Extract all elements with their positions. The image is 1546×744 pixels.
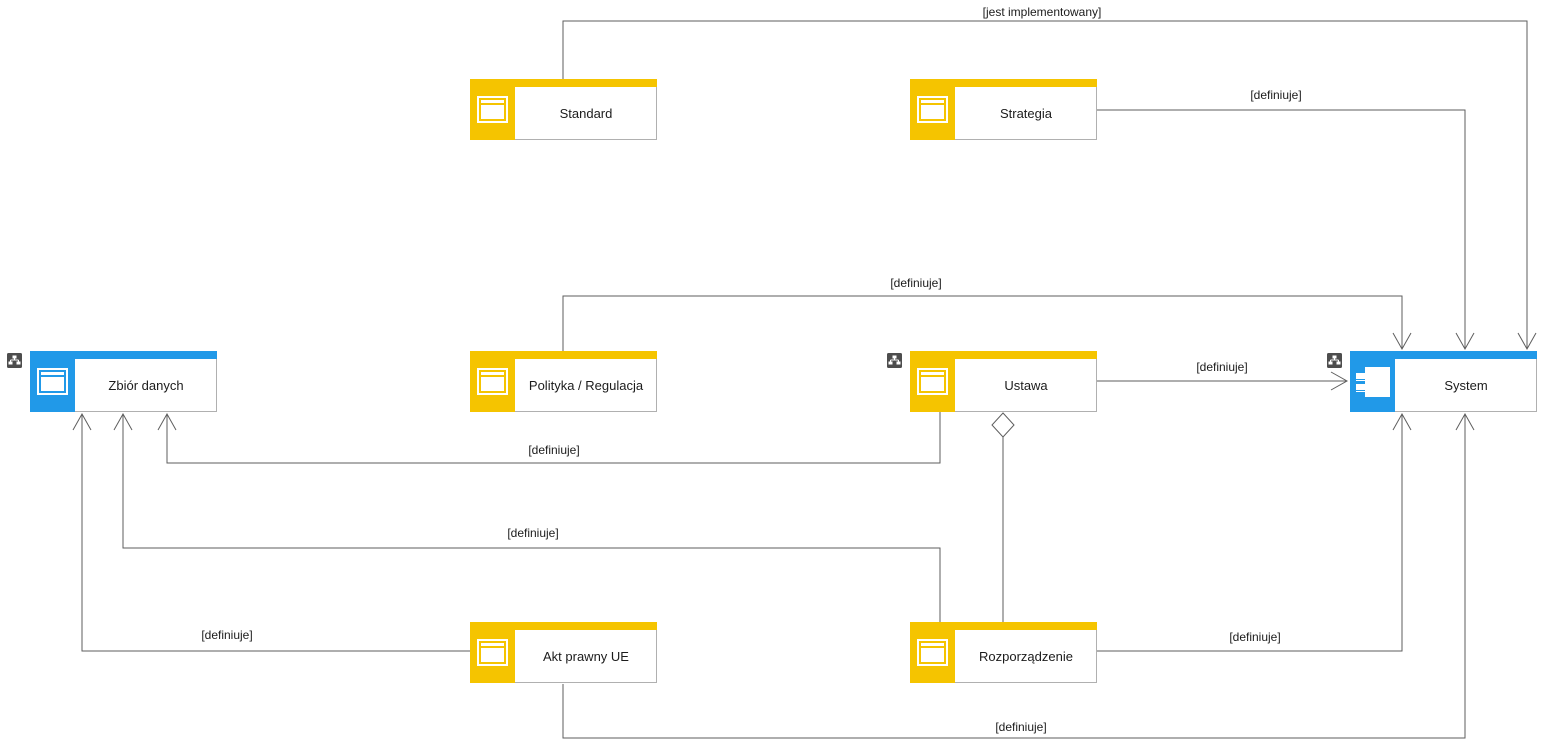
connector-akt-prawny-system[interactable]: [562, 412, 1475, 739]
node-label: Akt prawny UE: [543, 648, 629, 664]
connector-akt-prawny-zbior-danych[interactable]: [72, 412, 470, 652]
window-icon: [37, 368, 68, 395]
relationship-label[interactable]: [definiuje]: [1227, 630, 1283, 644]
node-ustawa[interactable]: Ustawa: [887, 351, 1097, 412]
component-icon: [1355, 366, 1390, 397]
connector-rozporzadzenie-system[interactable]: [1097, 412, 1412, 652]
node-label: Rozporządzenie: [979, 648, 1073, 664]
node-icon-band: [470, 622, 515, 683]
node-icon-band: [470, 351, 515, 412]
window-icon: [917, 368, 948, 395]
node-accent-bar: [910, 79, 1097, 87]
node-label: System: [1444, 377, 1488, 393]
node-rozporzadzenie[interactable]: Rozporządzenie: [910, 622, 1097, 683]
node-icon-band: [910, 622, 955, 683]
relationship-label[interactable]: [definiuje]: [505, 526, 561, 540]
node-accent-bar: [30, 351, 217, 359]
composite-indicator-icon: [7, 353, 22, 368]
connector-ustawa-rozporzadzenie-aggregation[interactable]: [991, 412, 1015, 622]
relationship-label[interactable]: [definiuje]: [1248, 88, 1304, 102]
node-accent-bar: [1350, 351, 1537, 359]
node-zbior-danych[interactable]: Zbiór danych: [7, 351, 217, 412]
node-accent-bar: [910, 351, 1097, 359]
node-icon-band: [470, 79, 515, 140]
window-icon: [477, 368, 508, 395]
node-icon-band: [1350, 351, 1395, 412]
node-label: Polityka / Regulacja: [528, 377, 644, 393]
node-label: Standard: [559, 105, 613, 121]
window-icon: [917, 96, 948, 123]
composite-indicator-icon: [1327, 353, 1342, 368]
connector-ustawa-system[interactable]: [1097, 371, 1349, 391]
node-label: Ustawa: [1004, 377, 1048, 393]
connector-strategia-system[interactable]: [1097, 109, 1475, 351]
connector-polityka-system[interactable]: [562, 295, 1412, 351]
composite-indicator-icon: [887, 353, 902, 368]
node-strategia[interactable]: Strategia: [910, 79, 1097, 140]
connector-standard-system[interactable]: [562, 20, 1537, 351]
node-icon-band: [910, 351, 955, 412]
relationship-label[interactable]: [definiuje]: [888, 276, 944, 290]
node-accent-bar: [470, 351, 657, 359]
relationship-label[interactable]: [definiuje]: [199, 628, 255, 642]
node-icon-band: [910, 79, 955, 140]
node-system[interactable]: System: [1327, 351, 1537, 412]
node-akt-prawny-ue[interactable]: Akt prawny UE: [470, 622, 657, 683]
relationship-label[interactable]: [definiuje]: [526, 443, 582, 457]
node-accent-bar: [470, 622, 657, 630]
relationship-label[interactable]: [definiuje]: [1194, 360, 1250, 374]
node-standard[interactable]: Standard: [470, 79, 657, 140]
node-label: Strategia: [999, 105, 1053, 121]
node-label: Zbiór danych: [108, 377, 184, 393]
window-icon: [477, 96, 508, 123]
relationship-label[interactable]: [jest implementowany]: [980, 5, 1104, 19]
connector-rozporzadzenie-zbior-danych[interactable]: [113, 412, 941, 622]
window-icon: [917, 639, 948, 666]
connector-ustawa-zbior-danych[interactable]: [157, 412, 941, 464]
node-accent-bar: [910, 622, 1097, 630]
window-icon: [477, 639, 508, 666]
relationship-label[interactable]: [definiuje]: [993, 720, 1049, 734]
node-icon-band: [30, 351, 75, 412]
node-accent-bar: [470, 79, 657, 87]
node-polityka-regulacja[interactable]: Polityka / Regulacja: [470, 351, 657, 412]
